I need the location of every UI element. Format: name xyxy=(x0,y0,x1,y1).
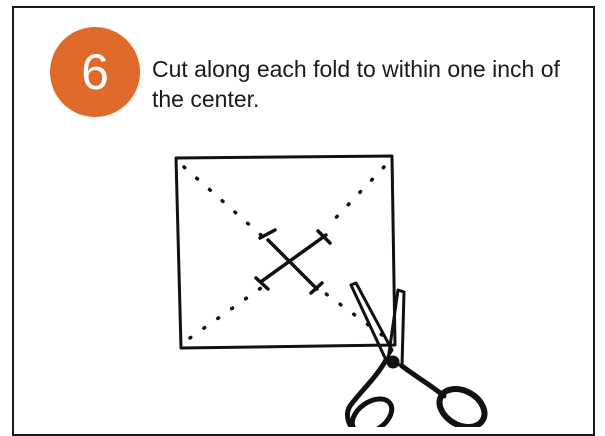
scissors-blade-left xyxy=(351,283,392,360)
fold-line-top-left xyxy=(184,167,262,236)
center-cut-marks xyxy=(256,230,330,293)
scissors-pivot xyxy=(387,356,399,368)
dotted-fold-lines xyxy=(184,167,384,338)
scissors-handle-right-ring xyxy=(433,381,492,427)
fold-line-top-right xyxy=(328,167,384,226)
scissors-handle-right xyxy=(402,366,444,396)
cutting-illustration xyxy=(0,0,605,427)
paper-square xyxy=(176,156,395,348)
scissors-icon xyxy=(346,283,491,427)
fold-line-bottom-left xyxy=(190,283,268,338)
